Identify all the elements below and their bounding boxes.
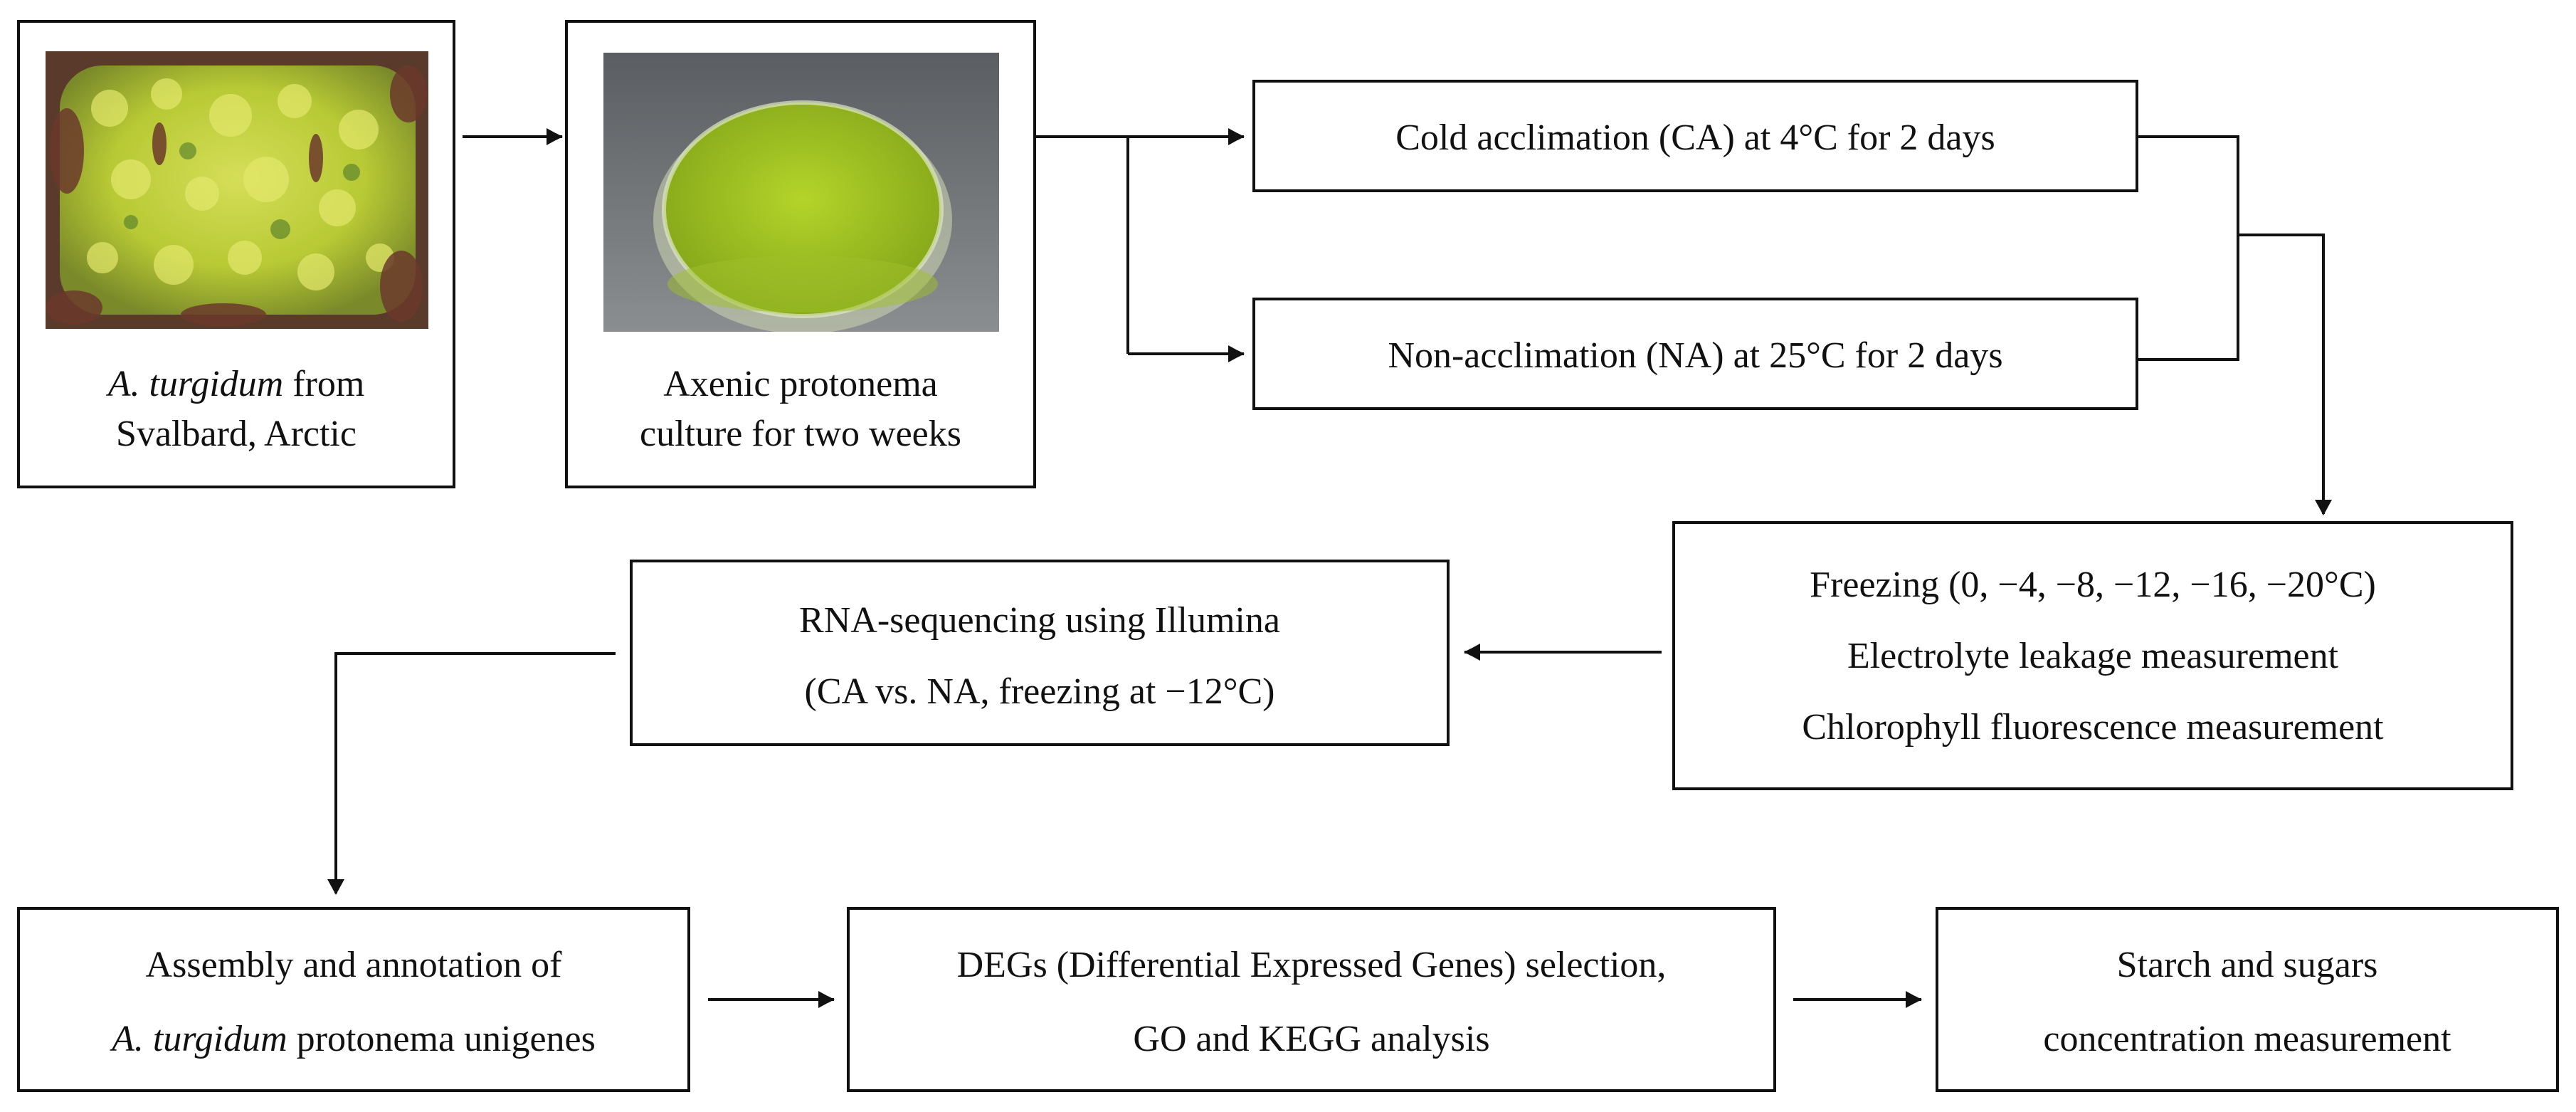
rna-sequencing-line1: RNA-sequencing using Illumina [799, 600, 1280, 641]
rna-sequencing-box: RNA-sequencing using Illumina (CA vs. NA… [630, 560, 1450, 746]
moss-photo [46, 51, 428, 329]
arrow-to-freezing [2238, 234, 2327, 515]
rna-sequencing-line2: (CA vs. NA, freezing at −12°C) [804, 671, 1275, 712]
culture-box: Axenic protonema culture for two weeks [565, 20, 1036, 488]
moss-caption-line2: Svalbard, Arctic [116, 414, 357, 454]
culture-caption-line1: Axenic protonema [663, 364, 938, 404]
starch-line2: concentration measurement [2043, 1019, 2451, 1059]
moss-caption: A. turgidum from [107, 364, 365, 404]
freezing-line3: Chlorophyll fluorescence measurement [1802, 707, 2384, 748]
arrow-rnaseq-to-assembly [332, 652, 616, 894]
assembly-line2: A. turgidum protonema unigenes [112, 1019, 596, 1059]
cold-acclimation-box: Cold acclimation (CA) at 4°C for 2 days [1252, 80, 2138, 192]
assembly-box: Assembly and annotation of A. turgidum p… [17, 907, 690, 1092]
starch-box: Starch and sugars concentration measurem… [1936, 907, 2559, 1092]
assembly-line1: Assembly and annotation of [145, 945, 562, 985]
non-acclimation-box: Non-acclimation (NA) at 25°C for 2 days [1252, 298, 2138, 410]
freezing-line1: Freezing (0, −4, −8, −12, −16, −20°C) [1810, 565, 2376, 605]
freezing-box: Freezing (0, −4, −8, −12, −16, −20°C) El… [1672, 521, 2513, 790]
degs-line2: GO and KEGG analysis [1133, 1019, 1490, 1059]
moss-source-box: A. turgidum from Svalbard, Arctic [17, 20, 455, 488]
culture-caption-line2: culture for two weeks [640, 414, 961, 454]
petri-dish-photo [603, 53, 999, 332]
connector-ca-out [2138, 135, 2239, 235]
freezing-line2: Electrolyte leakage measurement [1847, 636, 2339, 676]
connector-na-out [2138, 235, 2239, 361]
starch-line1: Starch and sugars [2116, 945, 2378, 985]
degs-line1: DEGs (Differential Expressed Genes) sele… [956, 945, 1667, 985]
degs-box: DEGs (Differential Expressed Genes) sele… [847, 907, 1776, 1092]
non-acclimation-text: Non-acclimation (NA) at 25°C for 2 days [1388, 335, 2003, 376]
cold-acclimation-text: Cold acclimation (CA) at 4°C for 2 days [1395, 117, 1995, 158]
